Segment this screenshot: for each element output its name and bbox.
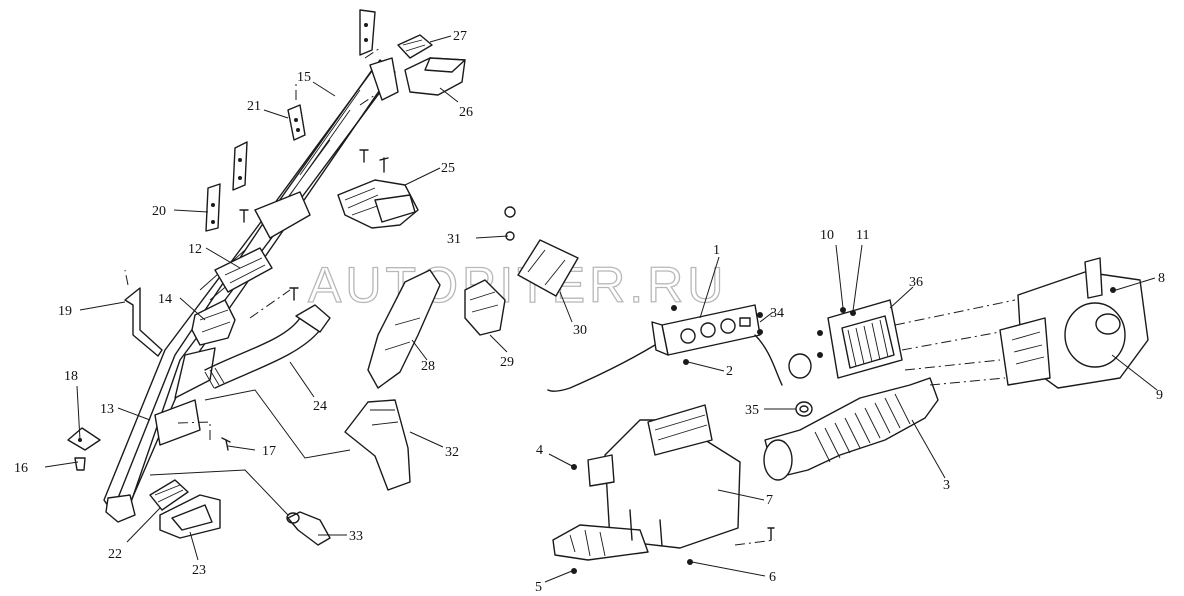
callout-29: 29 [500, 355, 514, 370]
callout-9: 9 [1156, 388, 1163, 403]
ring-35 [795, 401, 813, 417]
callout-25: 25 [441, 161, 455, 176]
defrost-outlet-27 [397, 34, 433, 59]
floor-hose-24 [204, 304, 331, 389]
callout-20: 20 [152, 204, 166, 219]
callout-18: 18 [64, 369, 78, 384]
screws-10-11 [817, 307, 856, 358]
callout-16: 16 [14, 461, 28, 476]
outlet-23 [159, 494, 221, 539]
callout-26: 26 [459, 105, 473, 120]
callout-labels: 1 2 3 4 5 6 7 8 9 10 11 12 13 14 15 16 1… [14, 29, 1165, 595]
callout-8: 8 [1158, 271, 1165, 286]
bracket-top [359, 9, 376, 56]
callout-2: 2 [726, 364, 733, 379]
intake-hose-3 [763, 377, 939, 481]
control-module-29 [464, 279, 506, 336]
callout-32: 32 [445, 445, 459, 460]
bracket-21 [287, 82, 306, 141]
defrost-duct-26 [404, 57, 466, 96]
callout-28: 28 [421, 359, 435, 374]
cap-34 [788, 353, 812, 379]
callout-1: 1 [713, 243, 720, 258]
screw-8 [1110, 287, 1116, 293]
callout-34: 34 [770, 306, 784, 321]
callout-31: 31 [447, 232, 461, 247]
outlet-22 [149, 479, 189, 511]
leader-lines [44, 35, 1158, 583]
connector-33 [286, 511, 331, 546]
rear-duct-28 [367, 269, 441, 389]
bracket-18 [67, 427, 101, 451]
callout-6: 6 [769, 570, 776, 585]
filter-frame-36 [827, 299, 903, 379]
screws-main-duct [221, 149, 389, 451]
side-vent-14 [191, 299, 236, 346]
side-duct-25 [337, 179, 419, 229]
bracket-20 [205, 183, 221, 232]
main-duct-assembly [103, 57, 399, 523]
callout-11: 11 [856, 228, 869, 243]
assembly-lines-right [734, 299, 1016, 546]
blower-housing-9 [999, 257, 1149, 389]
callout-19: 19 [58, 304, 72, 319]
callout-21: 21 [247, 99, 261, 114]
callout-17: 17 [262, 444, 276, 459]
callout-30: 30 [573, 323, 587, 338]
screws-2 [671, 305, 763, 365]
callout-12: 12 [188, 242, 202, 257]
callout-27: 27 [453, 29, 467, 44]
callout-24: 24 [313, 399, 327, 414]
callout-13: 13 [100, 402, 114, 417]
callout-15: 15 [297, 70, 311, 85]
callout-14: 14 [158, 292, 172, 307]
bracket-19 [124, 269, 163, 357]
callout-10: 10 [820, 228, 834, 243]
clip-16 [74, 457, 86, 471]
center-vent-12 [214, 247, 273, 293]
callout-4: 4 [536, 443, 543, 458]
watermark: AUTOPITER.RU [308, 257, 727, 313]
callout-23: 23 [192, 563, 206, 578]
callout-33: 33 [349, 529, 363, 544]
callout-5: 5 [535, 580, 542, 595]
bracket-mid [232, 141, 248, 191]
callout-7: 7 [766, 493, 773, 508]
callout-3: 3 [943, 478, 950, 493]
callout-22: 22 [108, 547, 122, 562]
climate-control-panel-1 [547, 304, 783, 393]
heater-case-7 [552, 404, 741, 561]
bracket-30 [517, 239, 579, 297]
callout-36: 36 [909, 275, 923, 290]
floor-duct-32 [344, 399, 411, 491]
assembly-lines-left [149, 47, 381, 516]
screw-31 [504, 206, 516, 241]
callout-35: 35 [745, 403, 759, 418]
